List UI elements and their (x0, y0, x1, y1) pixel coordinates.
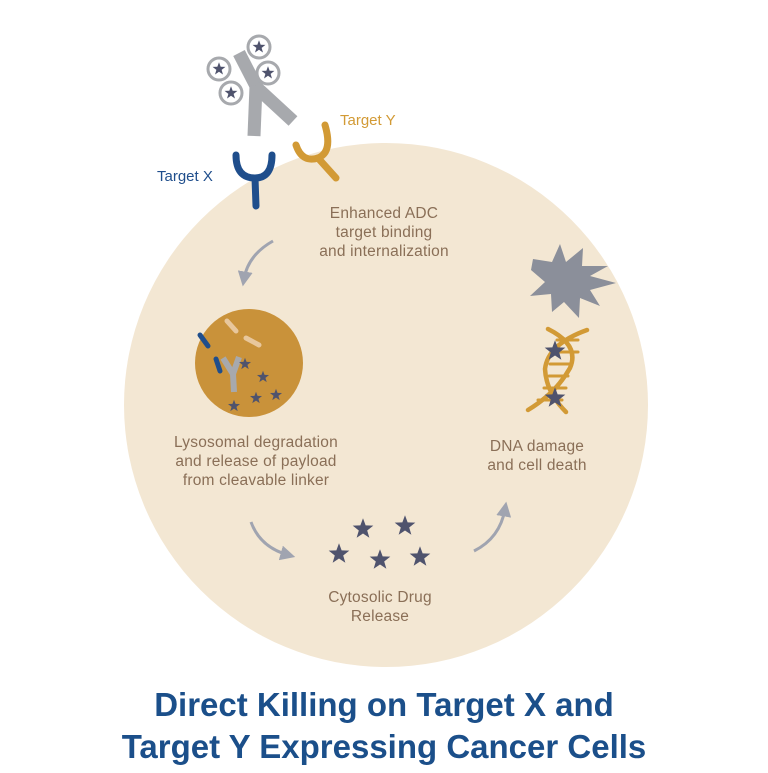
antibody-drug-conjugate-icon (206, 34, 298, 137)
cancer-cell (124, 143, 648, 667)
step-dna-damage-line: DNA damage (489, 438, 585, 455)
step-dna-damage-line: and cell death (487, 457, 587, 474)
step-cytosolic-label: Cytosolic Drug Release (280, 588, 480, 626)
step-cytosolic-line: Cytosolic Drug (328, 589, 432, 606)
target-y-receptor-icon (292, 121, 340, 182)
arrow-icon (237, 239, 274, 287)
step-lysosomal-line: from cleavable linker (182, 472, 330, 489)
lysosome-icon (195, 309, 303, 417)
diagram-title-line: Direct Killing on Target X and (154, 686, 614, 723)
step-lysosomal-label: Lysosomal degradation and release of pay… (136, 433, 376, 490)
step-lysosomal-line: Lysosomal degradation (174, 434, 338, 451)
target-y-label: Target Y (340, 112, 396, 129)
step-binding-label: Enhanced ADC target binding and internal… (264, 204, 504, 261)
step-cytosolic-line: Release (350, 608, 410, 625)
target-x-label: Target X (157, 168, 213, 185)
step-lysosomal-line: and release of payload (175, 453, 337, 470)
target-x-receptor-icon (232, 151, 276, 210)
step-binding-line: Enhanced ADC (329, 205, 439, 222)
step-dna-damage-label: DNA damage and cell death (437, 437, 637, 475)
diagram-title-line: Target Y Expressing Cancer Cells (121, 728, 647, 765)
arrow-icon (249, 521, 296, 561)
damage-burst-icon (530, 244, 616, 318)
step-binding-line: target binding (335, 224, 433, 241)
step-binding-line: and internalization (319, 243, 449, 260)
arrow-icon (473, 501, 512, 553)
